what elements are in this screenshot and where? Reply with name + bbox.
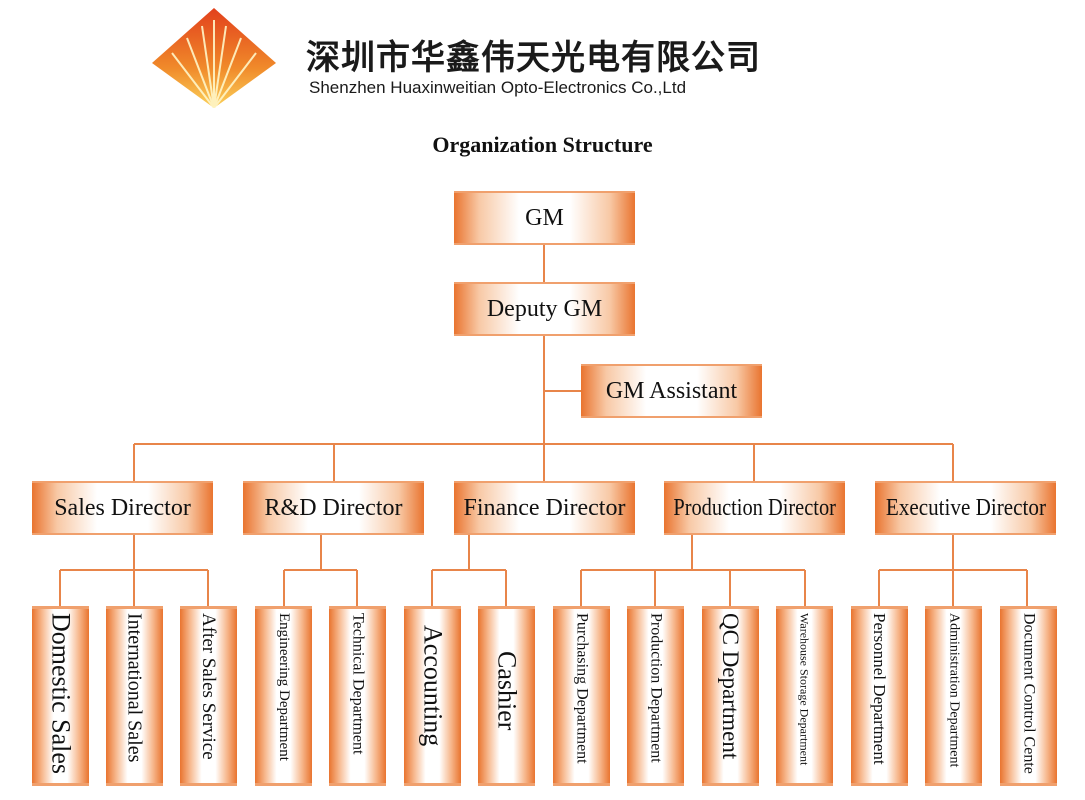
gm-assistant-label: GM Assistant xyxy=(605,377,738,404)
department-label: Administration Department xyxy=(946,613,962,768)
director-label: Sales Director xyxy=(54,494,191,521)
department-label: QC Department xyxy=(718,613,743,760)
deputy-gm-box: Deputy GM xyxy=(454,282,635,336)
department-box: Document Control Cente xyxy=(1000,606,1057,786)
department-label: Warehouse Storage Department xyxy=(797,613,812,766)
department-box: Administration Department xyxy=(925,606,982,786)
department-box: Engineering Department xyxy=(255,606,312,786)
gm-assistant-box: GM Assistant xyxy=(581,364,762,418)
finance-director-box: Finance Director xyxy=(454,481,635,535)
director-label: Executive Director xyxy=(885,494,1046,521)
department-label: Engineering Department xyxy=(276,613,292,761)
department-box: Warehouse Storage Department xyxy=(776,606,833,786)
director-label: Production Director xyxy=(673,494,836,521)
department-box: Domestic Sales xyxy=(32,606,89,786)
deputy-gm-label: Deputy GM xyxy=(486,295,603,322)
department-box: QC Department xyxy=(702,606,759,786)
company-name-english: Shenzhen Huaxinweitian Opto-Electronics … xyxy=(309,78,687,97)
department-box: International Sales xyxy=(106,606,163,786)
department-label: Document Control Cente xyxy=(1020,613,1038,774)
company-logo xyxy=(152,8,276,108)
department-label: Purchasing Department xyxy=(573,613,591,764)
rnd-director-box: R&D Director xyxy=(243,481,424,535)
department-label: Technical Department xyxy=(349,613,367,755)
sales-director-box: Sales Director xyxy=(32,481,213,535)
department-label: Personnel Department xyxy=(870,613,889,765)
department-label: Cashier xyxy=(492,651,522,731)
department-box: Personnel Department xyxy=(851,606,908,786)
department-label: Production Department xyxy=(647,613,665,763)
department-box: Production Department xyxy=(627,606,684,786)
gm-box: GM xyxy=(454,191,635,245)
department-box: Technical Department xyxy=(329,606,386,786)
gm-label: GM xyxy=(525,204,564,231)
company-name-chinese: 深圳市华鑫伟天光电有限公司 xyxy=(306,38,761,78)
department-box: After Sales Service xyxy=(180,606,237,786)
chart-title: Organization Structure xyxy=(432,132,653,157)
department-label: Accounting xyxy=(418,625,448,747)
department-box: Purchasing Department xyxy=(553,606,610,786)
department-box: Accounting xyxy=(404,606,461,786)
department-label: Domestic Sales xyxy=(46,613,76,775)
director-label: R&D Director xyxy=(264,494,403,521)
department-label: International Sales xyxy=(123,613,146,763)
department-label: After Sales Service xyxy=(198,613,219,760)
production-director-box: Production Director xyxy=(664,481,845,535)
director-label: Finance Director xyxy=(463,494,626,521)
executive-director-box: Executive Director xyxy=(875,481,1056,535)
department-box: Cashier xyxy=(478,606,535,786)
